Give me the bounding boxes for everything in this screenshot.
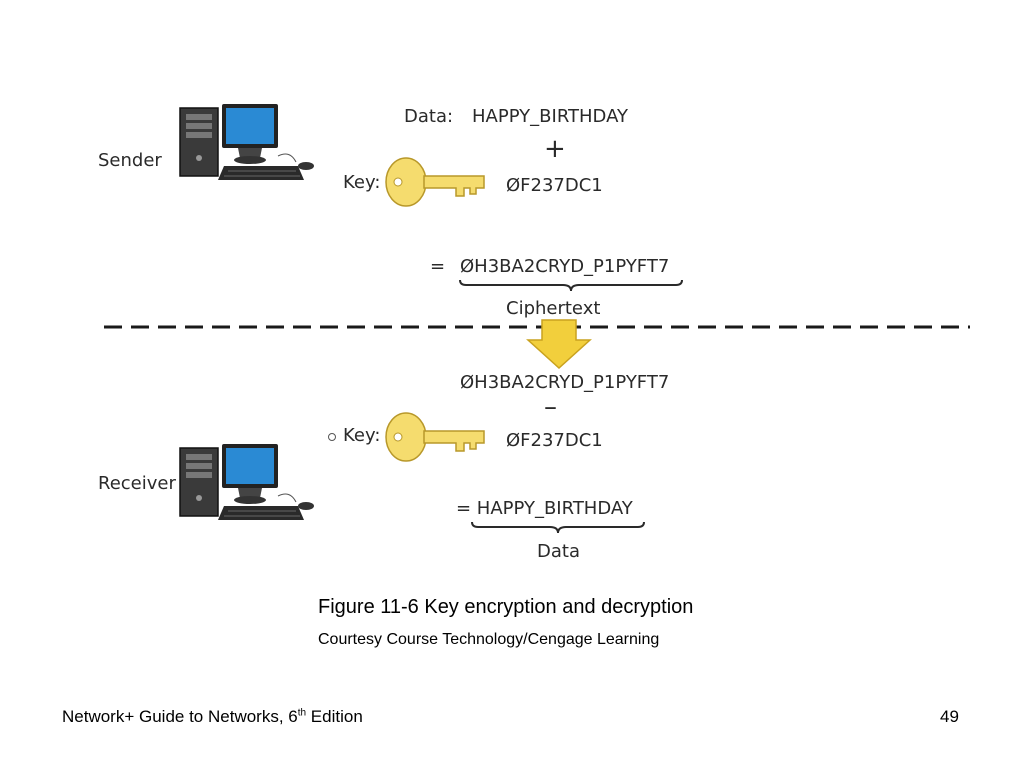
- received-ciphertext-value: ØH3BA2CRYD_P1PYFT7: [460, 372, 670, 393]
- sender-receiver-divider: [104, 325, 970, 329]
- footer-title-suffix: Edition: [306, 707, 363, 726]
- minus-operator: –: [544, 392, 557, 422]
- receiver-label: Receiver: [98, 473, 176, 494]
- receiver-key-icon: [385, 412, 485, 462]
- equals-sign: =: [430, 256, 446, 277]
- decrypted-result: = HAPPY_BIRTHDAY: [456, 498, 633, 519]
- plus-operator: +: [544, 134, 566, 164]
- receiver-key-label: Key:: [343, 425, 381, 446]
- sender-label: Sender: [98, 150, 162, 171]
- data-label: Data:: [404, 106, 454, 127]
- footer-title-prefix: Network+ Guide to Networks, 6: [62, 707, 298, 726]
- receiver-computer-icon: [179, 444, 314, 520]
- sender-key-value: ØF237DC1: [506, 175, 603, 196]
- ciphertext-caption: Ciphertext: [506, 298, 601, 319]
- receiver-key-value: ØF237DC1: [506, 430, 603, 451]
- data-brace-icon: [471, 521, 645, 534]
- sender-computer-icon: [179, 104, 314, 180]
- figure-credit: Courtesy Course Technology/Cengage Learn…: [318, 631, 660, 648]
- page-number: 49: [940, 707, 959, 726]
- ciphertext-value: ØH3BA2CRYD_P1PYFT7: [460, 256, 670, 277]
- transmit-arrow-icon: [526, 319, 592, 370]
- figure-caption: Figure 11-6 Key encryption and decryptio…: [318, 596, 694, 618]
- sender-key-icon: [385, 157, 485, 207]
- footer-title: Network+ Guide to Networks, 6th Edition: [62, 707, 363, 727]
- bullet-dot-icon: [328, 433, 336, 441]
- data-caption: Data: [537, 541, 580, 562]
- ciphertext-brace-icon: [459, 279, 683, 292]
- sender-key-label: Key:: [343, 172, 381, 193]
- plaintext-value: HAPPY_BIRTHDAY: [472, 106, 628, 127]
- footer-title-sup: th: [297, 707, 307, 719]
